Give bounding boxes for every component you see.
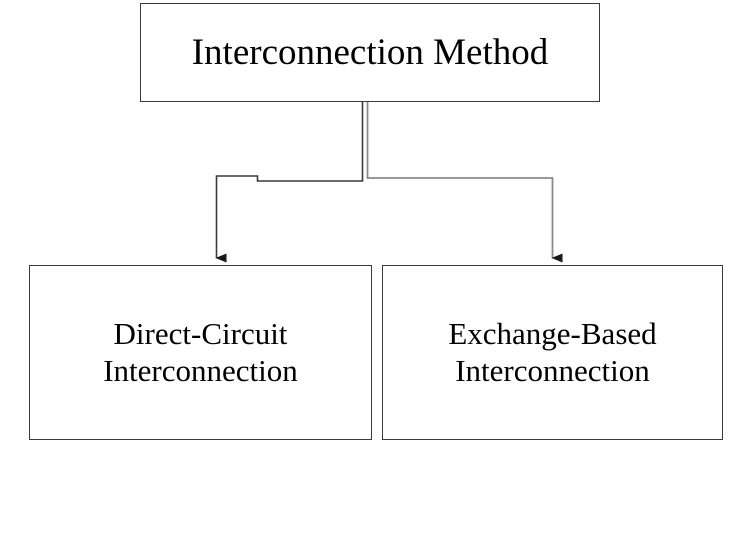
edge-root-to-left [215, 101, 364, 263]
node-direct-circuit-interconnection[interactable]: Direct-Circuit Interconnection [29, 265, 372, 440]
node-label-root: Interconnection Method [191, 31, 549, 73]
edge-root-to-right [366, 101, 563, 263]
node-label-left: Direct-Circuit Interconnection [103, 315, 298, 388]
node-exchange-based-interconnection[interactable]: Exchange-Based Interconnection [382, 265, 723, 440]
node-interconnection-method[interactable]: Interconnection Method [140, 3, 600, 102]
node-label-right: Exchange-Based Interconnection [448, 315, 657, 388]
